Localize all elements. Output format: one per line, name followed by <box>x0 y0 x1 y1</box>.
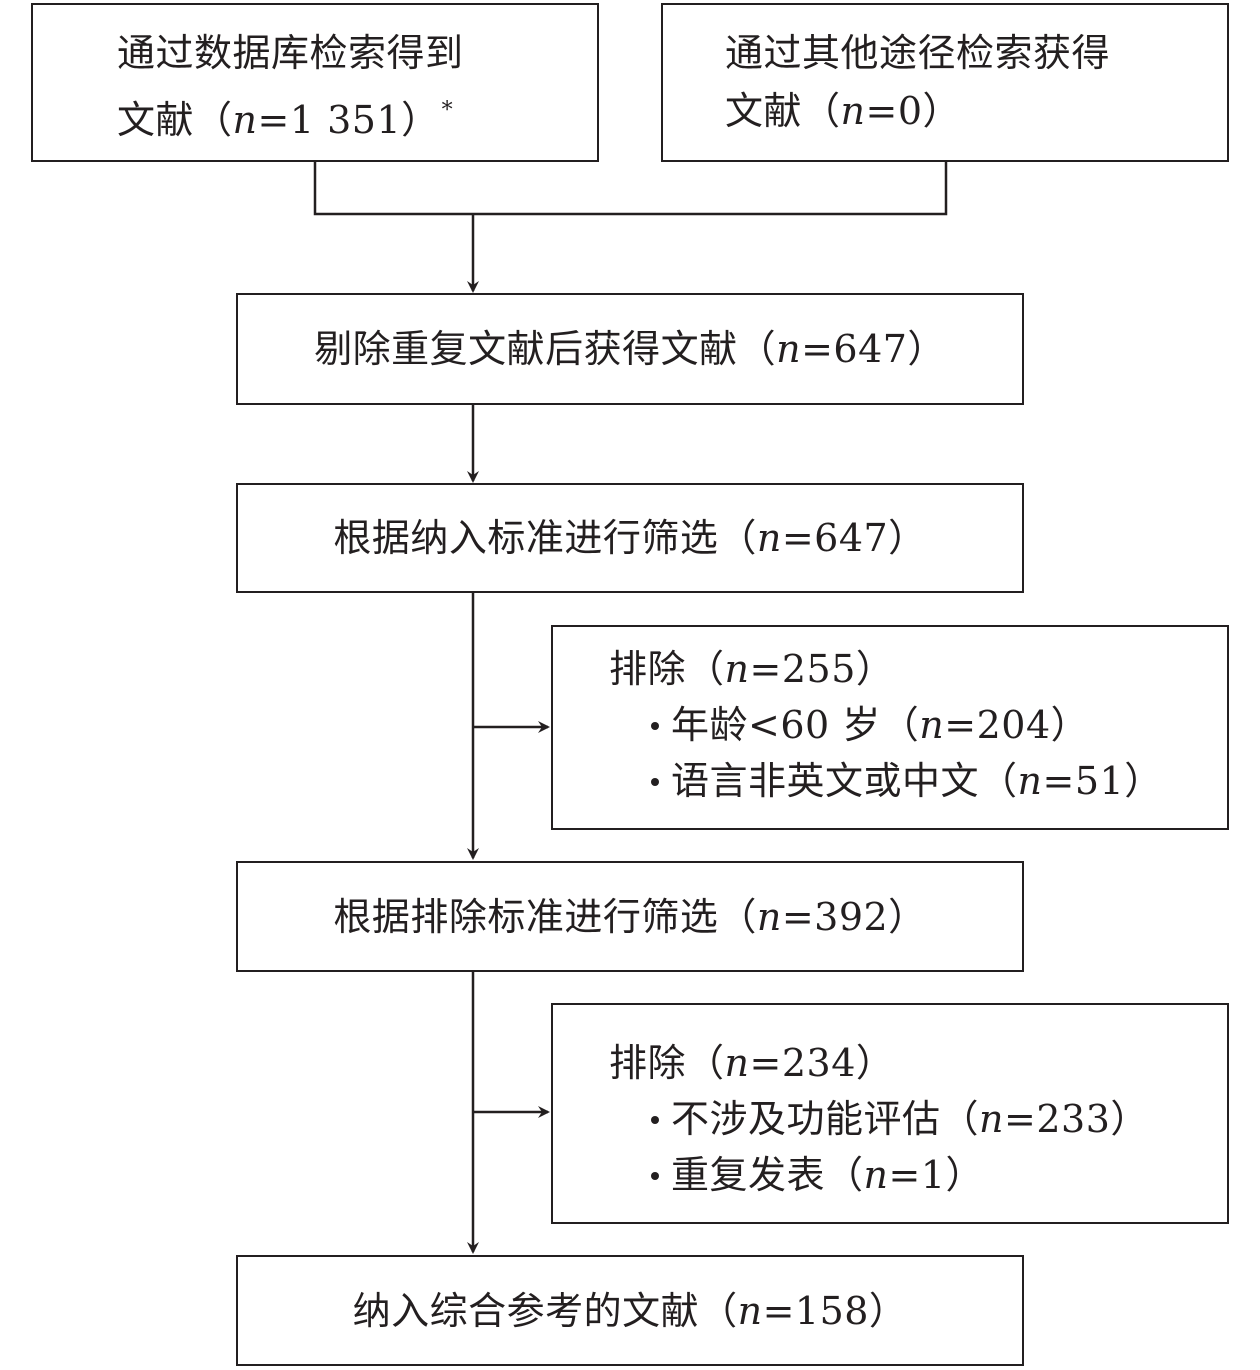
bullet-icon <box>651 721 659 730</box>
merge-line <box>313 162 948 216</box>
dedup-text: 剔除重复文献后获得文献（n=647） <box>314 327 946 371</box>
other-search-box: 通过其他途径检索获得 文献（n=0） <box>661 3 1229 162</box>
excluded-1-box: 排除（n=255） 年龄<60 岁（n=204） 语言非英文或中文（n=51） <box>551 625 1229 830</box>
bullet-icon <box>651 1171 659 1180</box>
excluded-1-heading: 排除（n=255） <box>609 647 895 691</box>
exclusion-screening-box: 根据排除标准进行筛选（n=392） <box>236 861 1024 972</box>
excluded-1-item: 语言非英文或中文（n=51） <box>651 753 1163 809</box>
db-search-line1: 通过数据库检索得到 <box>117 31 464 75</box>
db-search-line2: 文献（n=1 351）* <box>117 98 454 142</box>
excluded-2-item: 重复发表（n=1） <box>651 1147 984 1203</box>
excluded-2-item: 不涉及功能评估（n=233） <box>651 1091 1149 1147</box>
db-search-box: 通过数据库检索得到 文献（n=1 351）* <box>31 3 599 162</box>
excluded-1-item: 年龄<60 岁（n=204） <box>651 697 1089 753</box>
inclusion-screening-box: 根据纳入标准进行筛选（n=647） <box>236 483 1024 593</box>
final-included-text: 纳入综合参考的文献（n=158） <box>352 1288 908 1333</box>
footnote-mark: * <box>441 98 454 123</box>
other-search-line2: 文献（n=0） <box>725 89 962 133</box>
bullet-icon <box>651 1115 659 1124</box>
excluded-2-heading: 排除（n=234） <box>609 1041 895 1085</box>
exclusion-screening-text: 根据排除标准进行筛选（n=392） <box>333 894 927 939</box>
excluded-2-box: 排除（n=234） 不涉及功能评估（n=233） 重复发表（n=1） <box>551 1003 1229 1224</box>
other-search-line1: 通过其他途径检索获得 <box>725 31 1111 75</box>
inclusion-screening-text: 根据纳入标准进行筛选（n=647） <box>333 516 927 560</box>
bullet-icon <box>651 777 659 786</box>
final-included-box: 纳入综合参考的文献（n=158） <box>236 1255 1024 1366</box>
dedup-box: 剔除重复文献后获得文献（n=647） <box>236 293 1024 405</box>
